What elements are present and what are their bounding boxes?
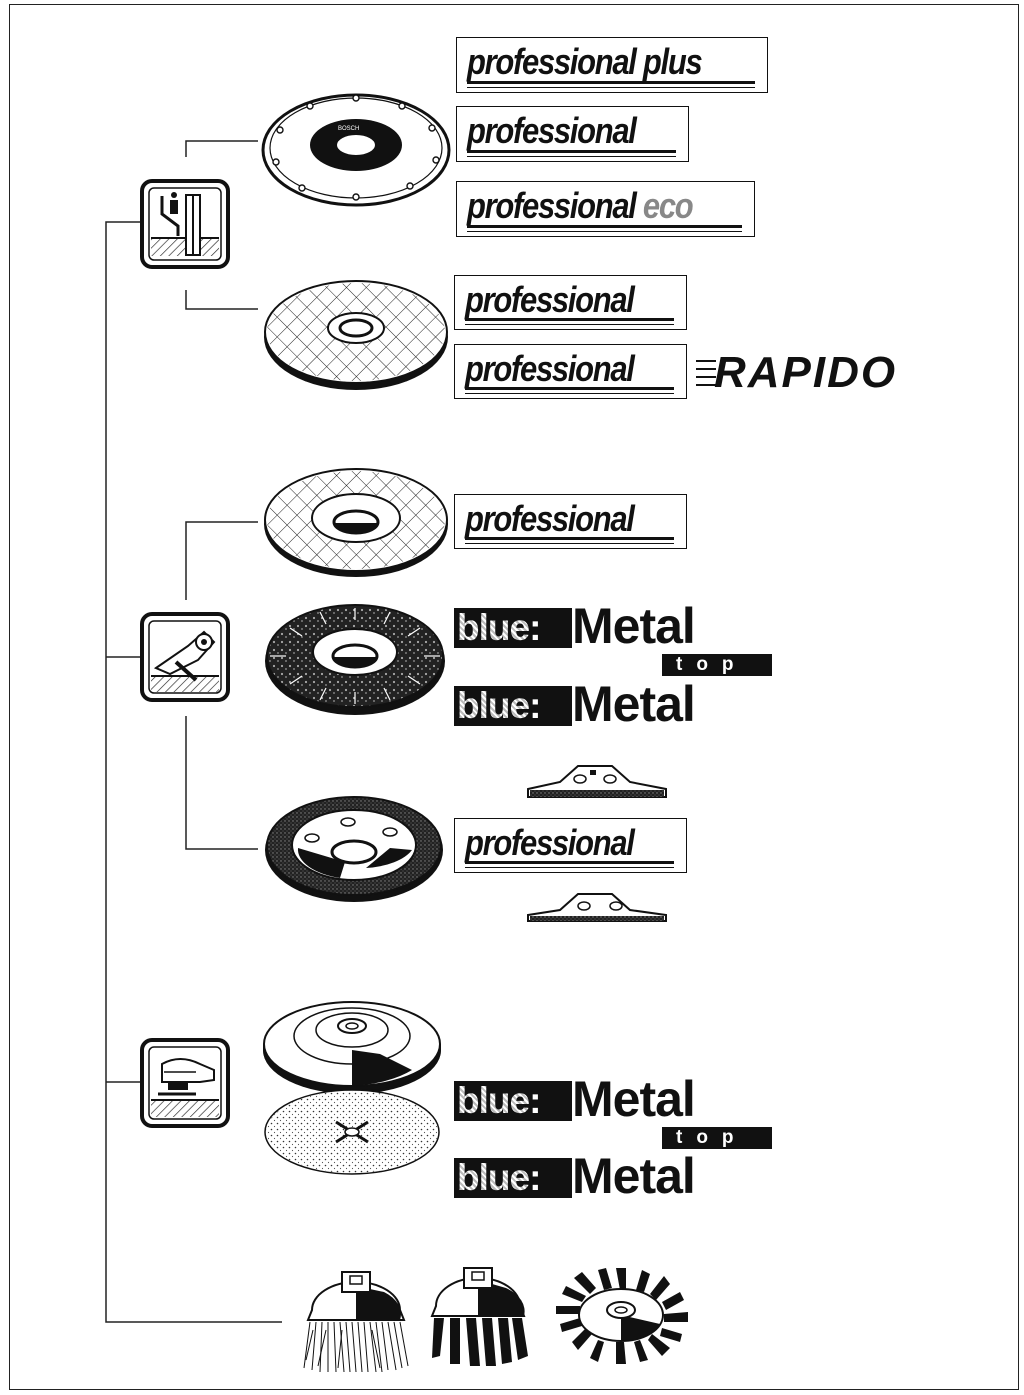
logo-metal-word: Metal — [572, 676, 696, 732]
label-underline — [467, 150, 676, 153]
label-underline-thin — [465, 867, 674, 868]
depressed-centre-cutting-disc — [264, 468, 448, 577]
logo-blue-box: blue: — [454, 1081, 572, 1121]
label-professional-3: professional — [454, 344, 687, 399]
wire-wheel-knotted — [556, 1268, 688, 1364]
logo-blue-metal-top-1: blue: Metal top — [454, 600, 774, 676]
label-professional-plus: professional plus — [456, 37, 768, 93]
label-text: professional plus — [467, 41, 703, 82]
logo-metal-word: Metal — [572, 598, 696, 654]
logo-top-bar: top — [662, 654, 772, 676]
label-professional-1: professional — [456, 106, 689, 162]
diamond-cutting-disc: BOSCH — [261, 93, 451, 207]
label-text: professional — [465, 498, 635, 539]
rapido-speed-line — [696, 368, 716, 370]
label-professional-2: professional — [454, 275, 687, 330]
label-underline-thin — [467, 156, 676, 157]
logo-blue-metal-top-2: blue: Metal top — [454, 1073, 774, 1149]
logo-blue-word: blue — [457, 685, 530, 726]
label-text: professional — [465, 279, 635, 320]
label-professional-word: professional — [467, 185, 637, 226]
logo-blue-word: blue — [457, 1157, 530, 1198]
rapido-speed-line — [696, 360, 716, 362]
logo-metal-word: Metal — [572, 1148, 696, 1204]
cutting-machine-icon — [140, 179, 230, 269]
logo-blue-box: blue: — [454, 1158, 572, 1198]
cutting-disc — [264, 280, 448, 390]
backing-pad — [263, 1001, 441, 1094]
label-underline-thin — [465, 543, 674, 544]
svg-text:BOSCH: BOSCH — [338, 126, 359, 132]
label-underline-thin — [467, 231, 742, 232]
label-text: professional — [467, 110, 637, 151]
label-eco-word: eco — [642, 185, 694, 226]
rapido-logo: RAPIDO — [714, 348, 898, 397]
sander-icon — [140, 1038, 230, 1128]
label-professional-eco: professional eco — [456, 181, 755, 237]
logo-blue-metal-1: blue: Metal — [454, 678, 724, 730]
logo-blue-word: blue — [457, 1080, 530, 1121]
logo-top-bar: top — [662, 1127, 772, 1149]
connector-lines — [105, 140, 282, 1323]
label-text: professional — [465, 822, 635, 863]
logo-colon: : — [529, 685, 541, 726]
label-underline — [465, 861, 674, 864]
label-underline-thin — [467, 87, 755, 88]
logo-colon: : — [529, 607, 541, 648]
rapido-speed-line — [696, 376, 716, 378]
logo-blue-box: blue: — [454, 608, 572, 648]
label-underline — [465, 537, 674, 540]
label-underline — [465, 387, 674, 390]
logo-metal-word: Metal — [572, 1071, 696, 1127]
logo-blue-box: blue: — [454, 686, 572, 726]
flap-disc — [265, 604, 445, 715]
rapido-speed-line — [696, 384, 716, 386]
label-text: professional eco — [467, 185, 694, 227]
angle-grinder-icon — [140, 612, 230, 702]
label-underline-thin — [465, 324, 674, 325]
label-underline — [467, 225, 742, 228]
label-professional-4: professional — [454, 494, 687, 549]
label-underline-thin — [465, 393, 674, 394]
logo-colon: : — [529, 1157, 541, 1198]
logo-colon: : — [529, 1080, 541, 1121]
sanding-disc — [264, 1089, 440, 1175]
disc-profile-flap — [527, 765, 667, 798]
grinding-disc — [265, 796, 443, 902]
label-underline — [467, 81, 755, 84]
wire-cup-brush-knotted — [430, 1267, 528, 1366]
page-frame — [9, 4, 1019, 1390]
wire-cup-brush-crimped — [303, 1271, 409, 1373]
logo-blue-metal-2: blue: Metal — [454, 1150, 724, 1202]
label-underline — [465, 318, 674, 321]
disc-profile-grinding — [527, 893, 667, 922]
label-text: professional — [465, 348, 635, 389]
label-professional-5: professional — [454, 818, 687, 873]
logo-blue-word: blue — [457, 607, 530, 648]
